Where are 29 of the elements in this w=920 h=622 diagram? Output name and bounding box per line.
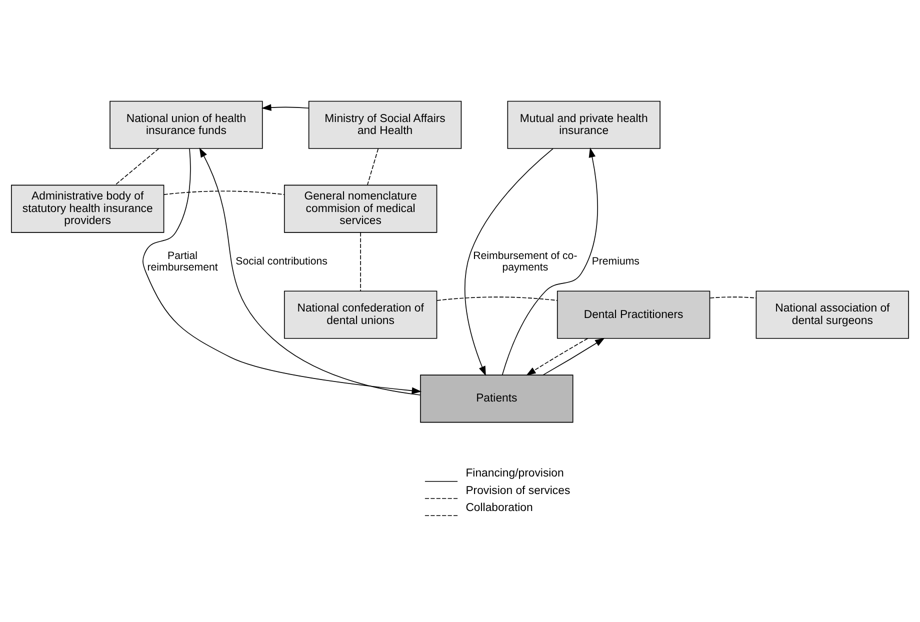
legend-label: Provision of services (466, 484, 570, 496)
node-box: National confederation of dental unions (284, 290, 438, 338)
connector (367, 148, 379, 185)
node-box: National association of dental surgeons (756, 290, 909, 338)
arrow (502, 147, 598, 375)
edge-label: Social contributions (236, 255, 328, 268)
edge-label: Reimbursement of co-payments (473, 249, 578, 273)
connector (710, 296, 757, 298)
edge-label: Premiums (592, 255, 640, 268)
node-box: Ministry of Social Affairs and Health (308, 100, 462, 148)
legend-label: Financing/provision (466, 467, 564, 480)
node-box: Patients (420, 374, 574, 422)
node-box: National union of health insurance funds (110, 100, 263, 148)
arrow (199, 147, 421, 395)
node-box: Dental Practitioners (556, 290, 710, 338)
arrow (526, 338, 588, 376)
connector (114, 148, 160, 185)
arrow (542, 337, 605, 375)
connector (360, 232, 361, 292)
arrow (464, 148, 554, 376)
legend-label: Collaboration (466, 501, 533, 514)
connector (436, 296, 558, 300)
arrow (261, 104, 310, 110)
node-box: Mutual and private health insurance (507, 100, 660, 148)
arrow (142, 148, 422, 394)
node-box: General nomenclature commision of medical services (284, 184, 438, 232)
edge-label: Partial reimbursement (147, 249, 218, 273)
node-box: Administrative body of statutory health insurance providers (11, 184, 164, 232)
connector (163, 190, 285, 194)
